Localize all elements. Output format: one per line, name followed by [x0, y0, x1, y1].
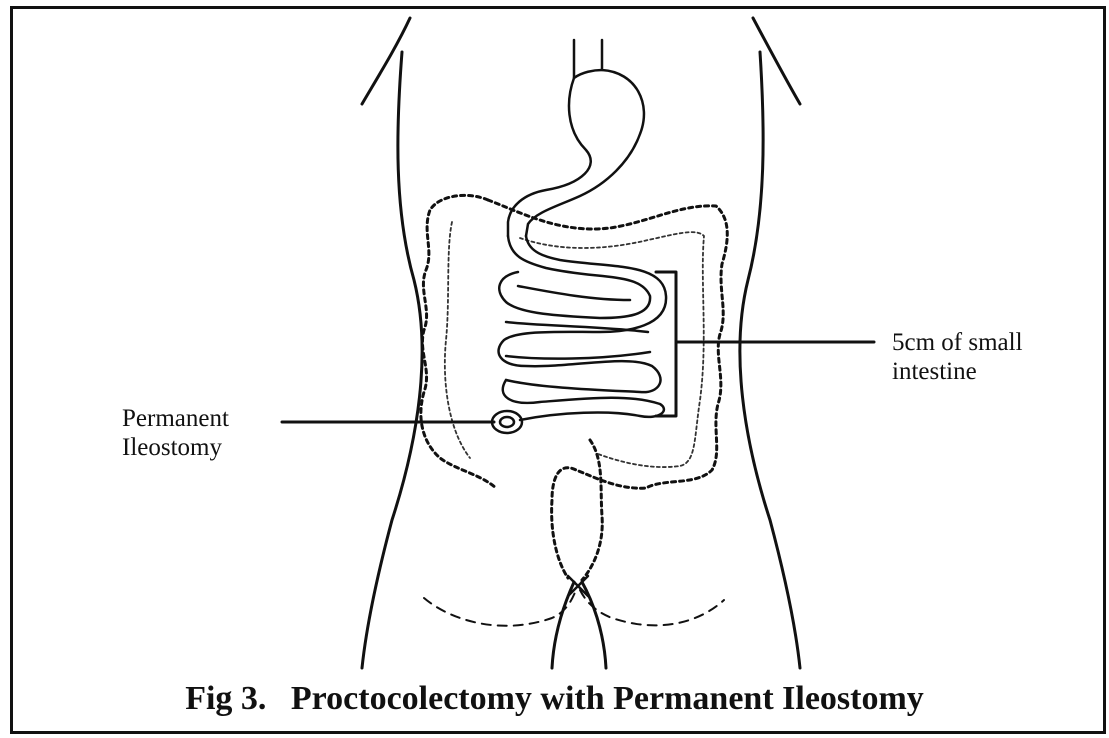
small-intestine-label-line-2: intestine	[892, 357, 1023, 386]
small-intestine	[499, 236, 667, 420]
figure-caption: Fig 3. Proctocolectomy with Permanent Il…	[0, 680, 1109, 718]
ileostomy-stoma	[492, 411, 522, 433]
figure-number: Fig 3.	[185, 680, 266, 717]
ileostomy-label-line-1: Permanent	[122, 404, 229, 433]
ileostomy-label-line-2: Ileostomy	[122, 433, 229, 462]
buttocks-outline	[424, 576, 724, 668]
ileostomy-label: Permanent Ileostomy	[122, 404, 229, 462]
small-intestine-label: 5cm of small intestine	[892, 328, 1023, 386]
figure-title: Proctocolectomy with Permanent Ileostomy	[291, 680, 924, 717]
small-intestine-label-line-1: 5cm of small	[892, 328, 1023, 357]
colon-inner-wall	[445, 222, 704, 467]
stomach	[508, 40, 644, 236]
